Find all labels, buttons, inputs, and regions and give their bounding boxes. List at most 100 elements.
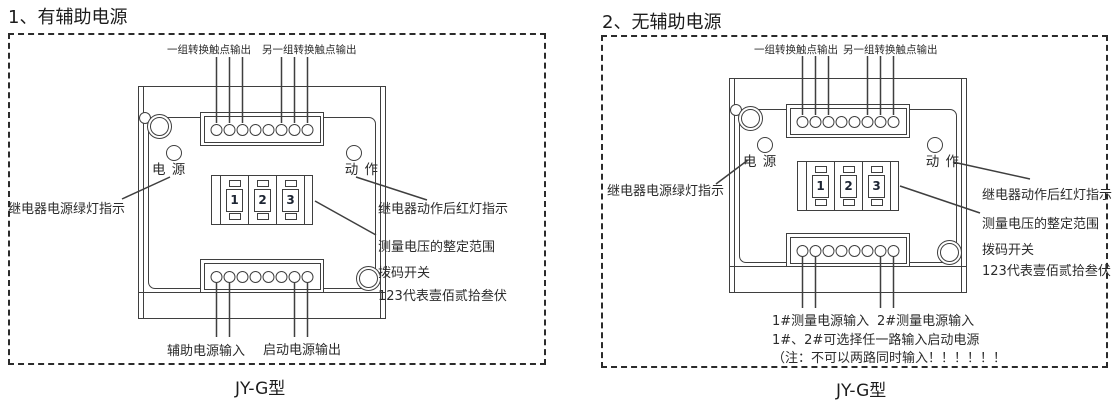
terminal-circle [223, 271, 236, 283]
dip-digit-window: 3 [868, 174, 885, 198]
dip-digit-window: 2 [840, 174, 857, 198]
section-title-with-aux: 1、有辅助电源 [8, 7, 128, 28]
case-rail-right [961, 79, 962, 292]
label-action-red: 继电器动作后红灯指示 [982, 188, 1113, 203]
terminal-circle [861, 116, 874, 128]
dip-digit-window: 3 [282, 188, 299, 212]
dip-margin [212, 176, 221, 224]
terminal-circle [249, 271, 262, 283]
terminal-circle [809, 116, 822, 128]
terminal-row-top [210, 124, 314, 136]
label-select-note: 1#、2#可选择任一路输入启动电源 [772, 333, 980, 348]
label-contact-group2: 另一组转换触点输出 [262, 44, 357, 56]
panel-border-without-aux [601, 35, 1108, 368]
label-measure-range: 测量电压的整定范围 [982, 217, 1100, 232]
label-start-output: 启动电源输出 [263, 343, 342, 358]
mounting-screw [356, 266, 381, 291]
terminal-circle [848, 116, 861, 128]
panel-border-with-aux [8, 33, 546, 365]
case-rail-left [143, 87, 144, 318]
dip-button [228, 213, 241, 220]
dip-switch-column: 2 [249, 176, 277, 224]
terminal-circle [822, 245, 835, 257]
dip-button [842, 199, 855, 206]
mounting-screw [738, 106, 763, 131]
case-rail-left [734, 79, 735, 292]
terminal-circle [874, 116, 887, 128]
action-led-label: 动 作 [344, 162, 379, 178]
terminal-circle [236, 271, 249, 283]
dip-digit-window: 2 [254, 188, 271, 212]
power-led [166, 145, 182, 161]
terminal-circle [809, 245, 822, 257]
label-measure2-input: 2#测量电源输入 [877, 314, 975, 329]
dip-switch-column: 1 [221, 176, 249, 224]
label-dip-meaning: 123代表壹佰贰拾叁伏 [378, 289, 507, 304]
section-title-without-aux: 2、无辅助电源 [602, 12, 722, 33]
terminal-circle [236, 124, 249, 136]
terminal-circle [835, 245, 848, 257]
dip-switch-column: 3 [863, 162, 891, 210]
label-aux-input: 辅助电源输入 [167, 344, 246, 359]
dip-switch-column: 1 [807, 162, 835, 210]
mounting-screw [937, 240, 962, 265]
terminal-circle [887, 245, 900, 257]
dip-button [842, 166, 855, 173]
dip-button [870, 199, 883, 206]
dip-switch-column: 2 [835, 162, 863, 210]
label-measure1-input: 1#测量电源输入 [772, 314, 870, 329]
terminal-circle [861, 245, 874, 257]
relay-device-front-without-aux: 电 源 动 作 1 2 3 [729, 78, 967, 293]
dip-switch-block: 1 2 3 [211, 175, 313, 225]
relay-device-front-with-aux: 电 源 动 作 1 2 3 [138, 86, 386, 319]
terminal-circle [275, 124, 288, 136]
dip-button [870, 166, 883, 173]
action-led [927, 137, 943, 153]
label-warning-note: （注：不可以两路同时输入！！！！！！ [772, 351, 1007, 366]
terminal-circle [275, 271, 288, 283]
power-led-label: 电 源 [152, 162, 187, 178]
dip-digit-window: 1 [226, 188, 243, 212]
power-led-label: 电 源 [743, 154, 778, 170]
terminal-circle [874, 245, 887, 257]
dip-switch-block: 1 2 3 [797, 161, 899, 211]
dip-button [814, 199, 827, 206]
terminal-row-bottom [796, 245, 900, 257]
terminal-circle [288, 124, 301, 136]
terminal-circle [835, 116, 848, 128]
label-power-green: 继电器电源绿灯指示 [8, 202, 126, 217]
power-led [757, 137, 773, 153]
dip-button [284, 180, 297, 187]
dip-button [256, 180, 269, 187]
label-power-green: 继电器电源绿灯指示 [607, 184, 725, 199]
terminal-circle [822, 116, 835, 128]
terminal-circle [223, 124, 236, 136]
dip-button [284, 213, 297, 220]
terminal-circle [301, 124, 314, 136]
label-dip-meaning: 123代表壹佰贰拾叁伏 [982, 264, 1111, 279]
dip-button [256, 213, 269, 220]
terminal-circle [262, 271, 275, 283]
label-dip-switch: 拨码开关 [982, 243, 1035, 258]
mounting-screw [147, 114, 172, 139]
dip-button [814, 166, 827, 173]
terminal-circle [249, 124, 262, 136]
terminal-circle [887, 116, 900, 128]
label-dip-switch: 拨码开关 [378, 266, 431, 281]
terminal-circle [262, 124, 275, 136]
terminal-row-bottom [210, 271, 314, 283]
dip-button [228, 180, 241, 187]
dip-margin [798, 162, 807, 210]
case-rail-right [380, 87, 381, 318]
dip-switch-column: 3 [277, 176, 305, 224]
terminal-circle [210, 271, 223, 283]
label-contact-group2: 另一组转换触点输出 [843, 44, 938, 56]
label-measure-range: 测量电压的整定范围 [378, 240, 496, 255]
terminal-circle [796, 245, 809, 257]
model-caption: JY-G型 [836, 381, 887, 401]
dip-digit-window: 1 [812, 174, 829, 198]
action-led [346, 145, 362, 161]
model-caption: JY-G型 [235, 379, 286, 399]
label-contact-group1: 一组转换触点输出 [167, 44, 251, 56]
